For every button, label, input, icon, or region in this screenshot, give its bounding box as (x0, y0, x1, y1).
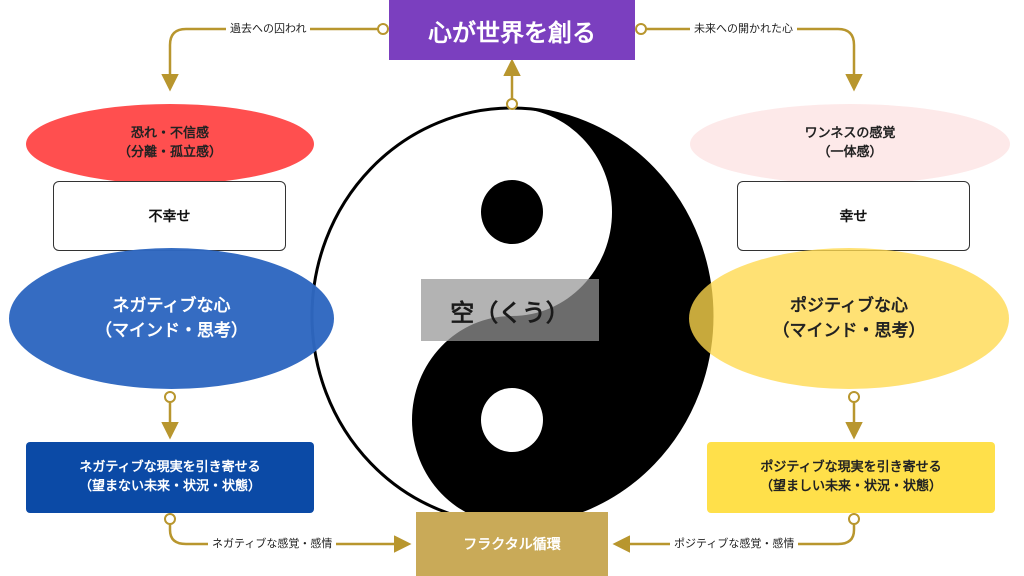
label-top-left: 過去への囚われ (226, 22, 311, 36)
void-label-text: 空（くう） (450, 298, 570, 327)
positive-reality-box: ポジティブな現実を引き寄せる （望ましい未来・状況・状態） (707, 442, 995, 513)
label-bottom-right: ポジティブな感覚・感情 (670, 537, 799, 551)
unhappy-text: 不幸せ (148, 209, 191, 225)
unhappy-box: 不幸せ (53, 181, 286, 251)
connector-bottom-right (612, 513, 860, 553)
oneness-text: ワンネスの感覚 （一体感） (804, 126, 896, 160)
negative-reality-text: ネガティブな現実を引き寄せる （望まない未来・状況・状態） (78, 459, 261, 494)
positive-mind-ellipse: ポジティブな心 （マインド・思考） (689, 248, 1009, 389)
connector-left-mind-reality (161, 391, 179, 440)
negative-mind-text: ネガティブな心 （マインド・思考） (95, 295, 248, 341)
positive-reality-text: ポジティブな現実を引き寄せる （望ましい未来・状況・状態） (759, 459, 942, 494)
void-label-box: 空（くう） (421, 279, 599, 341)
fear-text: 恐れ・不信感 （分離・孤立感） (117, 126, 222, 160)
negative-mind-ellipse: ネガティブな心 （マインド・思考） (9, 248, 334, 389)
happy-text: 幸せ (839, 209, 868, 225)
title-box: 心が世界を創る (389, 0, 635, 60)
happy-box: 幸せ (737, 181, 970, 251)
fear-ellipse: 恐れ・不信感 （分離・孤立感） (26, 104, 314, 184)
label-top-right: 未来への開かれた心 (690, 22, 797, 36)
connector-top-right (635, 23, 863, 92)
connector-center-to-title (503, 58, 521, 110)
connector-top-left (161, 23, 389, 92)
label-bottom-left: ネガティブな感覚・感情 (208, 537, 337, 551)
connector-right-mind-reality (845, 391, 863, 440)
oneness-ellipse: ワンネスの感覚 （一体感） (690, 104, 1010, 184)
negative-reality-box: ネガティブな現実を引き寄せる （望まない未来・状況・状態） (26, 442, 314, 513)
positive-mind-text: ポジティブな心 （マインド・思考） (772, 295, 926, 341)
fractal-cycle-text: フラクタル循環 (463, 537, 561, 553)
fractal-cycle-box: フラクタル循環 (416, 512, 608, 576)
connector-bottom-left (164, 513, 412, 553)
title-text: 心が世界を創る (428, 18, 596, 47)
